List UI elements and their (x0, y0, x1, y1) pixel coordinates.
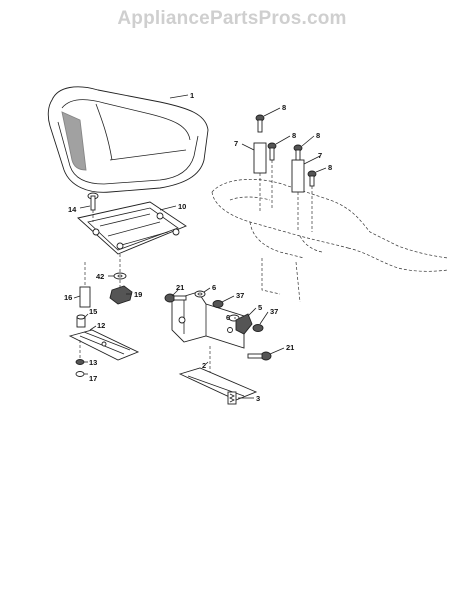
washer-part-42[interactable] (113, 254, 127, 280)
callout-14: 14 (68, 205, 77, 214)
callout-21-b: 21 (286, 343, 294, 352)
seat-pan-part[interactable] (77, 201, 187, 255)
callout-8-d: 8 (328, 163, 332, 172)
callout-7-a: 7 (234, 139, 238, 148)
callout-37-b: 37 (270, 307, 278, 316)
callout-15: 15 (89, 307, 97, 316)
bolt-part-8-d[interactable] (307, 170, 317, 232)
spring-part-7-right[interactable] (291, 159, 305, 232)
nut-part-17[interactable] (75, 371, 85, 377)
site-watermark: AppliancePartsPros.com (117, 8, 347, 29)
callout-8-a: 8 (282, 103, 286, 112)
callout-12: 12 (97, 321, 105, 330)
callout-labels: 1 10 14 42 16 19 15 12 13 17 8 7 8 8 7 8… (64, 91, 332, 403)
callout-19: 19 (134, 290, 142, 299)
callout-42: 42 (96, 272, 104, 281)
callout-6-b: 6 (226, 313, 230, 322)
callout-37-a: 37 (236, 291, 244, 300)
callout-5: 5 (258, 303, 262, 312)
callout-13: 13 (89, 358, 97, 367)
bolt-part-21-right[interactable] (247, 351, 272, 361)
callout-17: 17 (89, 374, 97, 383)
callout-8-b: 8 (292, 131, 296, 140)
bushing-part-15[interactable] (76, 314, 86, 328)
callout-2: 2 (202, 361, 206, 370)
pivot-bracket-part-2[interactable] (171, 291, 245, 372)
callout-1: 1 (190, 91, 194, 100)
callout-7-b: 7 (318, 151, 322, 160)
nut-part-6-upper[interactable] (194, 290, 206, 298)
bolt-part-14[interactable] (87, 192, 99, 222)
callout-10: 10 (178, 202, 186, 211)
bolt-part-8-b[interactable] (267, 142, 277, 210)
seat-part[interactable] (47, 86, 209, 193)
slide-rail-part-12[interactable] (68, 329, 140, 361)
callout-3: 3 (256, 394, 260, 403)
callout-8-c: 8 (316, 131, 320, 140)
knob-part-19[interactable] (109, 280, 133, 305)
bolt-part-8-c[interactable] (293, 144, 303, 161)
tractor-fender-outline (211, 179, 449, 303)
callout-16: 16 (64, 293, 72, 302)
knob-part-5[interactable] (235, 313, 253, 335)
nut-part-13[interactable] (75, 340, 85, 365)
leader-lines (73, 94, 327, 399)
bolt-part-8-a[interactable] (255, 114, 265, 133)
nut-part-37-upper[interactable] (212, 300, 224, 308)
base-plate-part-3[interactable] (178, 367, 258, 405)
callout-6-a: 6 (212, 283, 216, 292)
spring-part-16[interactable] (79, 262, 91, 308)
spring-part-7-left[interactable] (253, 142, 267, 212)
nut-part-37-lower[interactable] (252, 324, 264, 332)
callout-21-a: 21 (176, 283, 184, 292)
